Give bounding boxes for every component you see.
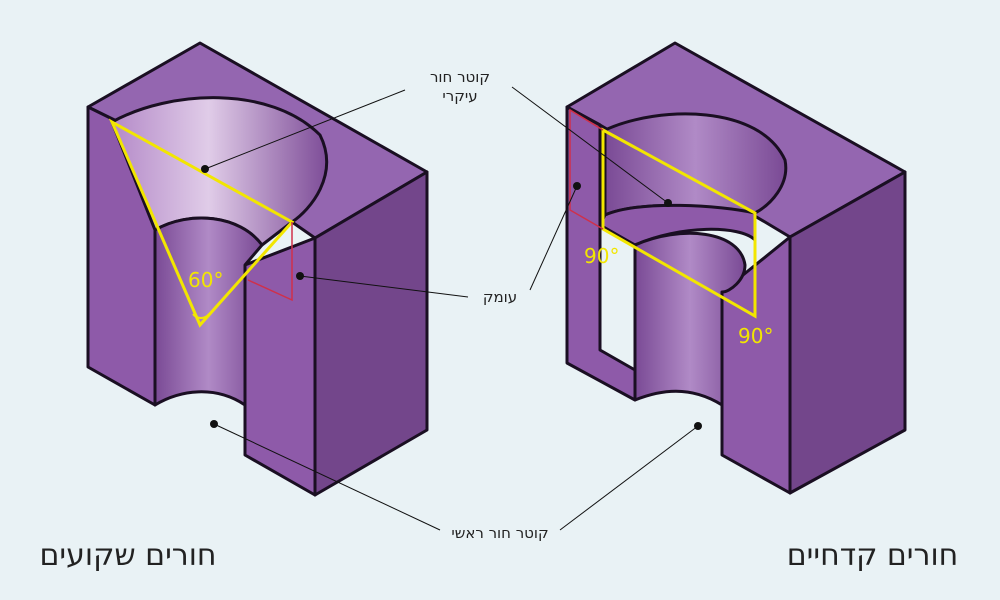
counterbore-guide [601, 127, 757, 319]
label-depth: עומק [482, 288, 518, 306]
countersunk-block [86, 41, 429, 497]
label-main-hole-line2: עיקרי [442, 87, 478, 105]
title-counterbored-holes: חורים קדחיים [786, 538, 959, 573]
counterbored-block [565, 41, 907, 495]
angle-label-90-left: 90° [584, 244, 620, 268]
label-main-hole-line1: קוטר חור [429, 68, 491, 86]
leader-lines [204, 86, 699, 531]
label-head-hole-diameter: קוטר חור ראשי [451, 524, 549, 542]
depth-marker-left [247, 222, 293, 302]
angle-label-90-right: 90° [738, 324, 774, 348]
title-countersunk-holes: חורים שקועים [39, 538, 217, 573]
depth-marker-right [569, 108, 604, 230]
leader-dots [201, 165, 702, 430]
angle-label-60: 60° [188, 268, 224, 292]
label-main-hole-diameter: קוטר חור עיקרי [410, 68, 510, 106]
countersink-angle-guide [108, 118, 295, 328]
